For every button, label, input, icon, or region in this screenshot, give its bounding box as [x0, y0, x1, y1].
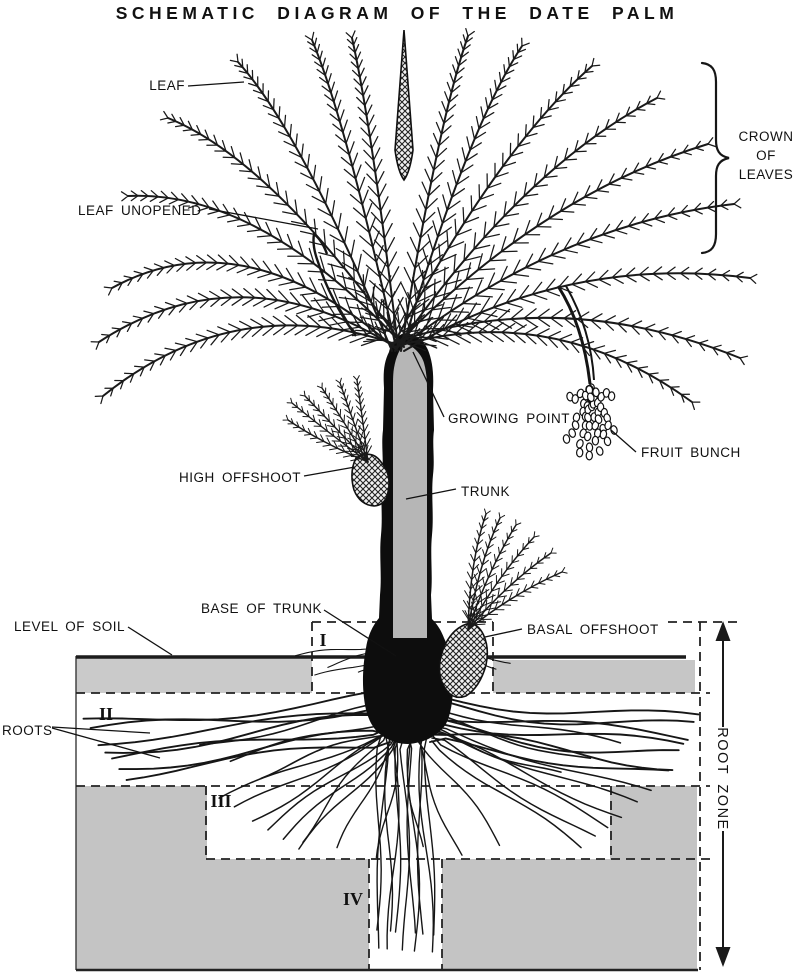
basal-offshoot-drawing [438, 508, 568, 699]
roots-label: ROOTS [2, 723, 53, 738]
labels: SCHEMATIC DIAGRAM OF THE DATE PALM LEAF … [2, 3, 794, 909]
high-offshoot-drawing [282, 375, 390, 507]
leader-lines [51, 81, 637, 759]
root-zone-label: ROOT ZONE [714, 727, 730, 830]
fruit-stalk-2 [565, 285, 595, 381]
soil-band-right [493, 660, 695, 693]
high-offshoot-label: HIGH OFFSHOOT [179, 470, 301, 485]
crown-label-line1: CROWN [739, 129, 794, 144]
zone3-box [205, 786, 712, 860]
basal-offshoot-label: BASAL OFFSHOOT [527, 622, 659, 637]
zone4-box [368, 859, 443, 970]
fruit-bunch-label: FRUIT BUNCH [641, 445, 741, 460]
spear-leaf [394, 29, 414, 182]
growing-point-leader [412, 351, 445, 418]
fruit-stalk [556, 285, 592, 385]
zone4-numeral: IV [343, 889, 363, 909]
roots-leader-1 [51, 726, 151, 734]
leaf-label: LEAF [149, 78, 185, 93]
leaf-unopened-leader [208, 208, 319, 230]
crown-label-line2: OF [756, 148, 776, 163]
crown-label-line3: LEAVES [739, 167, 794, 182]
arrowhead-up-icon [715, 621, 731, 641]
roots-leader-2 [51, 727, 161, 759]
level-of-soil-leader [127, 626, 173, 656]
high-offshoot-bulb [351, 453, 390, 507]
leaf-unopened-label: LEAF UNOPENED [78, 203, 202, 218]
basal-offshoot-leader [484, 628, 523, 638]
arrowhead-down-icon [715, 947, 731, 967]
growing-point-label: GROWING POINT [448, 411, 570, 426]
zone2-numeral: II [99, 704, 113, 724]
soil-band-left [76, 658, 312, 693]
zone3-numeral: III [210, 791, 231, 811]
leaf-leader [187, 81, 245, 87]
level-of-soil-label: LEVEL OF SOIL [14, 619, 125, 634]
fruit-bunch-drawing [556, 285, 618, 461]
crown-drawing [90, 27, 758, 411]
basal-offshoot-bulb [438, 622, 489, 699]
base-of-trunk-leader [323, 609, 397, 657]
trunk-core [393, 344, 427, 638]
zone1-numeral: I [319, 630, 326, 650]
trunk-leader [405, 488, 457, 500]
high-offshoot-leader [303, 466, 356, 477]
trunk-group [362, 333, 453, 744]
page-title: SCHEMATIC DIAGRAM OF THE DATE PALM [116, 3, 679, 23]
fruit-bunch-leader [610, 429, 637, 453]
roots-drawing [82, 632, 700, 953]
trunk-label: TRUNK [461, 484, 510, 499]
root-zone-arrow [715, 621, 731, 967]
base-of-trunk-label: BASE OF TRUNK [201, 601, 322, 616]
zone4-cutout [369, 859, 442, 970]
crown-brace [700, 61, 730, 255]
